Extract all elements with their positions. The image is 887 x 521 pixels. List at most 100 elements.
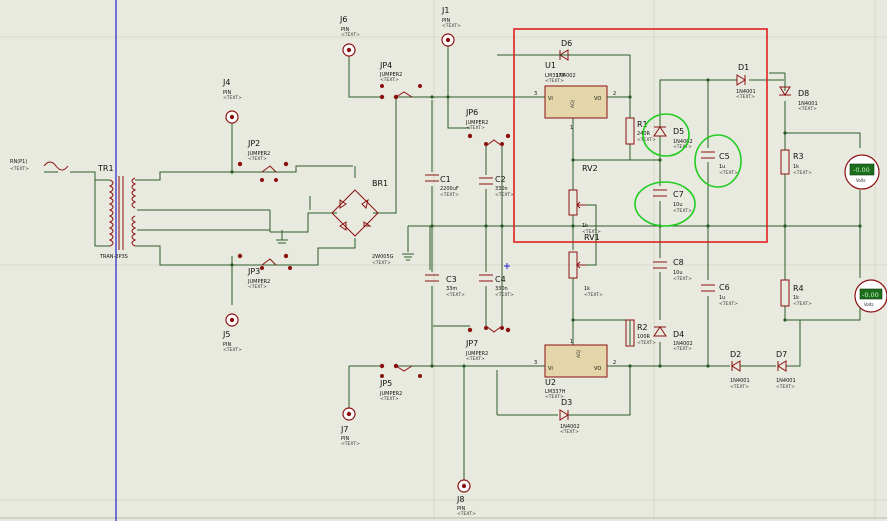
diode-d1[interactable]: D1 1N4001 <TEXT> [736,63,756,100]
resistor-r4[interactable]: R4 1k <TEXT> [780,279,812,307]
svg-text:1N4002: 1N4002 [673,341,693,347]
svg-text:LM317T: LM317T [545,73,566,79]
svg-text:TRAN-2P3S: TRAN-2P3S [99,254,128,260]
diode-d6[interactable]: D6 1N4002 [556,39,576,79]
highlight-circle-c7 [634,181,696,227]
capacitor-c3[interactable]: C3 33m <TEXT> [425,274,465,298]
resistor-r2[interactable]: R2 100R <TEXT> [625,319,656,347]
svg-text:C2: C2 [495,175,506,184]
pin-j5[interactable]: J5 PIN <TEXT> [222,313,242,353]
svg-text:J5: J5 [222,330,230,339]
svg-text:10u: 10u [673,270,683,276]
svg-text:D2: D2 [730,350,741,359]
svg-text:VO: VO [594,96,601,102]
svg-text:<TEXT>: <TEXT> [776,384,795,390]
svg-text:JP7: JP7 [465,339,478,348]
svg-text:<TEXT>: <TEXT> [736,94,755,100]
svg-text:1k: 1k [584,286,590,292]
jumper-jp2[interactable]: JP2 JUMPER2 <TEXT> [237,139,289,182]
diode-d4[interactable]: D4 1N4002 <TEXT> [653,326,693,352]
svg-text:JP4: JP4 [379,61,392,70]
svg-text:33m: 33m [446,286,457,292]
jumper-jp5[interactable]: JP5 JUMPER2 <TEXT> [379,363,422,402]
svg-text:<TEXT>: <TEXT> [673,346,692,352]
svg-text:2: 2 [613,91,616,97]
capacitor-c8[interactable]: C8 10u <TEXT> [653,258,692,282]
svg-text:1u: 1u [719,164,725,170]
svg-text:<TEXT>: <TEXT> [560,429,579,435]
svg-text:<TEXT>: <TEXT> [341,441,360,447]
svg-text:ADJ: ADJ [576,350,582,358]
jumper-jp6[interactable]: JP6 JUMPER2 <TEXT> [465,108,511,147]
ac-source[interactable]: RN(P1) <TEXT> [10,159,69,172]
svg-text:JUMPER2: JUMPER2 [247,151,270,157]
svg-text:<TEXT>: <TEXT> [223,95,242,101]
voltmeter-1[interactable]: -0.00 Volts [844,154,880,190]
svg-text:JUMPER2: JUMPER2 [465,120,488,126]
svg-text:<TEXT>: <TEXT> [673,208,692,214]
jumper-jp7[interactable]: JP7 JUMPER2 <TEXT> [465,325,511,362]
jumper-jp4[interactable]: JP4 JUMPER2 <TEXT> [379,61,422,100]
pin-j1[interactable]: J1 PIN <TEXT> [441,6,461,47]
diode-d2[interactable]: D2 1N4001 <TEXT> [730,350,750,390]
svg-text:<TEXT>: <TEXT> [466,125,485,131]
jumper-jp3[interactable]: JP3 JUMPER2 <TEXT> [237,253,292,290]
potentiometer-rv1[interactable]: RV1 1k <TEXT> [568,233,603,298]
diode-d3[interactable]: D3 1N4002 <TEXT> [559,398,580,435]
cursor-cross [504,263,510,269]
pin-j6[interactable]: J6 PIN <TEXT> [339,15,360,57]
svg-text:<TEXT>: <TEXT> [380,77,399,83]
svg-text:1: 1 [570,339,573,345]
pin-j8[interactable]: J8 PIN <TEXT> [456,479,476,517]
svg-text:U1: U1 [545,61,556,70]
svg-text:<TEXT>: <TEXT> [223,347,242,353]
svg-text:C6: C6 [719,283,730,292]
svg-text:<TEXT>: <TEXT> [584,292,603,298]
capacitor-c7[interactable]: C7 10u <TEXT> [653,189,692,214]
svg-text:PIN: PIN [341,436,349,442]
resistor-r3[interactable]: R3 1k <TEXT> [780,149,812,176]
transformer-tr1[interactable]: TR1 TRAN-2P3S [97,164,137,260]
svg-text:RN(P1): RN(P1) [10,159,27,165]
svg-text:<TEXT>: <TEXT> [545,78,564,84]
svg-text:2W005G: 2W005G [372,254,394,260]
bridge-br1[interactable]: BR1 2W005G <TEXT> [331,179,394,266]
diode-d7[interactable]: D7 1N4001 <TEXT> [776,350,796,390]
svg-text:JUMPER2: JUMPER2 [379,72,402,78]
regulator-u1[interactable]: VI VO ADJ 3 2 1 U1 LM317T <TEXT> [534,61,616,131]
capacitor-c4[interactable]: C4 330n <TEXT> [479,274,514,298]
svg-text:PIN: PIN [341,27,349,33]
potentiometer-rv2[interactable]: RV2 1k <TEXT> [568,164,601,235]
highlight-circle-c5 [694,134,742,188]
svg-text:1: 1 [570,125,573,131]
voltmeter-2[interactable]: -0.00 Volts [854,279,887,313]
svg-text:TR1: TR1 [97,164,114,173]
svg-text:D5: D5 [673,127,684,136]
voltmeter-2-unit: Volts [864,302,874,307]
svg-text:<TEXT>: <TEXT> [793,301,812,307]
voltmeter-2-display: -0.00 [862,291,879,299]
svg-text:D3: D3 [561,398,572,407]
diode-d5[interactable]: D5 1N4002 <TEXT> [653,126,693,150]
capacitor-c1[interactable]: C1 2200uF <TEXT> [425,174,459,198]
svg-text:<TEXT>: <TEXT> [495,292,514,298]
svg-text:1N4001: 1N4001 [798,101,818,107]
capacitor-c2[interactable]: C2 330n <TEXT> [479,175,514,198]
svg-text:JUMPER2: JUMPER2 [465,351,488,357]
svg-text:PIN: PIN [442,18,450,24]
svg-text:U2: U2 [545,378,556,387]
svg-text:330n: 330n [495,286,508,292]
resistor-r1[interactable]: R1 240R <TEXT> [625,117,656,145]
svg-text:R1: R1 [637,120,648,129]
pin-j7[interactable]: J7 PIN <TEXT> [340,407,360,447]
capacitor-c6[interactable]: C6 1u <TEXT> [701,283,738,307]
regulator-u2[interactable]: VI VO ADJ 3 2 1 U2 LM337H <TEXT> [534,339,616,400]
svg-text:<TEXT>: <TEXT> [10,166,29,172]
capacitor-c5[interactable]: C5 1u <TEXT> [701,151,738,176]
svg-text:VO: VO [594,366,601,372]
pin-j4[interactable]: J4 PIN <TEXT> [222,78,242,124]
svg-text:1N4002: 1N4002 [560,424,580,430]
wires [44,45,861,480]
diode-d8[interactable]: D8 1N4001 <TEXT> [779,86,818,112]
